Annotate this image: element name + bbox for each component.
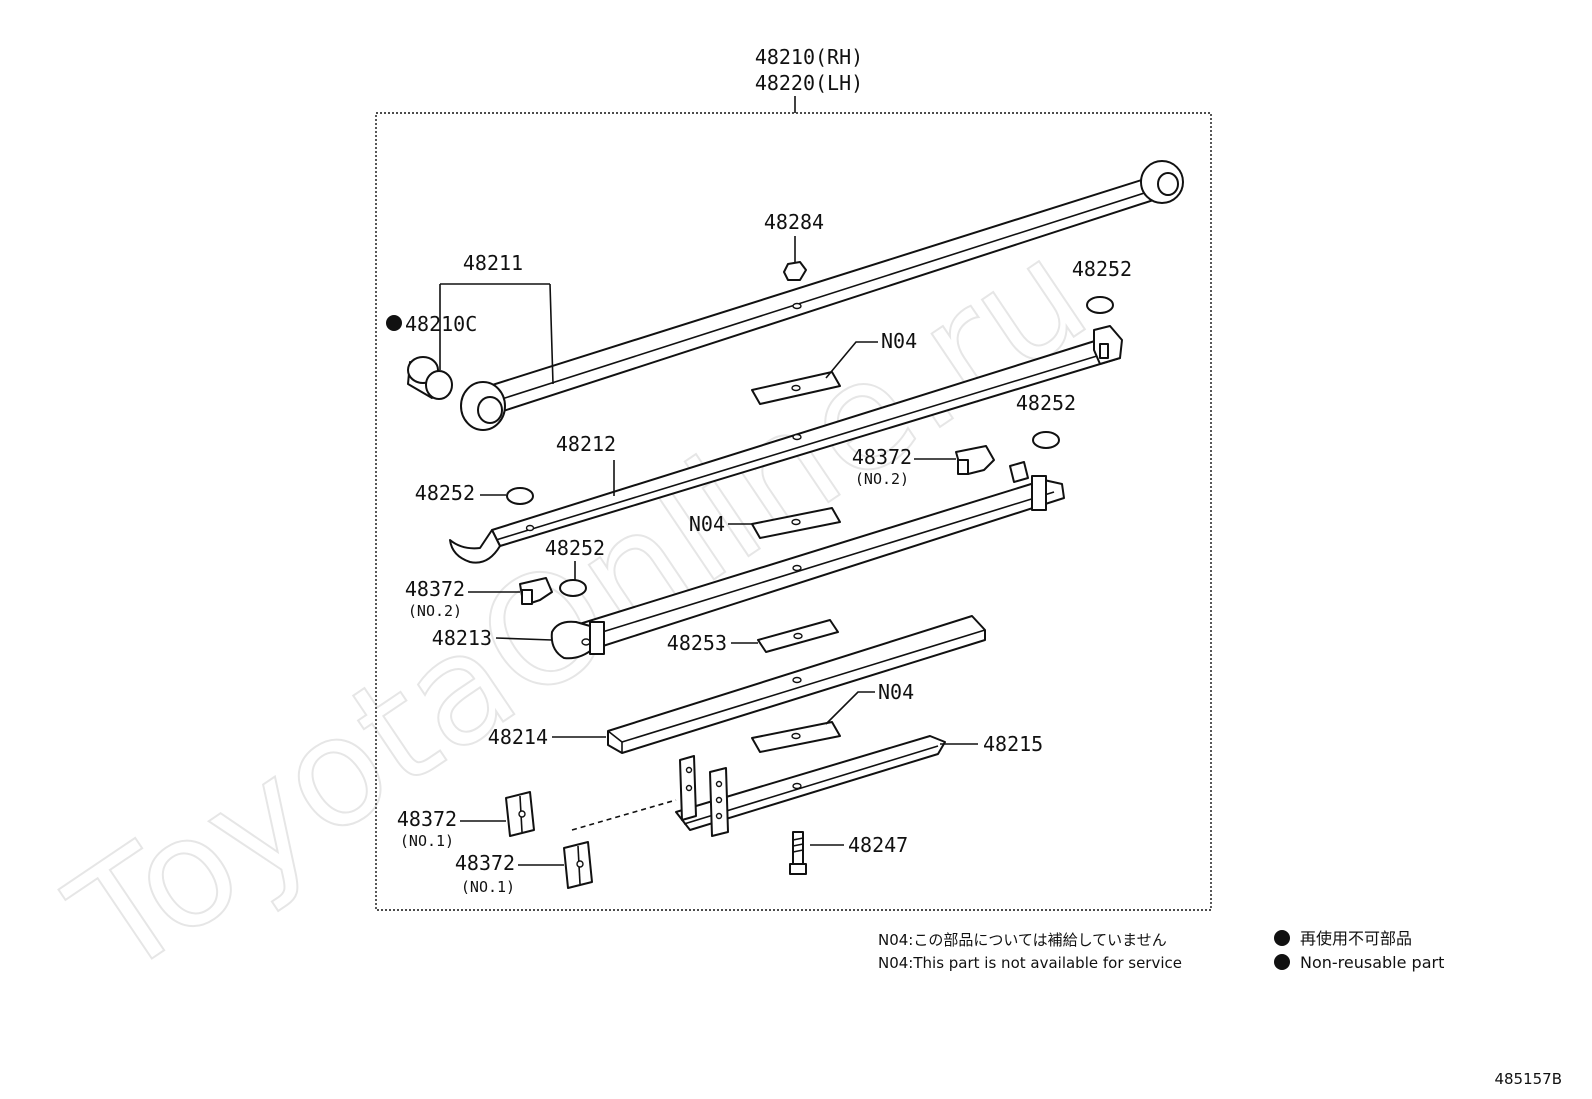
legend-bullet-icon-jp bbox=[1274, 930, 1290, 946]
callout-48252-center: 48252 bbox=[545, 536, 605, 560]
callout-48372-no2-left: 48372 bbox=[405, 577, 465, 601]
callout-n04-middle: N04 bbox=[689, 512, 725, 536]
note-n04-english: N04:This part is not available for servi… bbox=[878, 954, 1182, 972]
cap-48252-center[interactable] bbox=[559, 579, 587, 597]
legend-non-reusable-english: Non-reusable part bbox=[1300, 953, 1444, 972]
callout-48372-no2-right: 48372 bbox=[852, 445, 912, 469]
leaf-48213[interactable] bbox=[550, 461, 1065, 660]
pad-n04-middle[interactable] bbox=[751, 507, 841, 539]
pad-48253[interactable] bbox=[757, 619, 839, 653]
callout-48372-no2-right-sub: (NO.2) bbox=[855, 470, 909, 488]
leaf-48212[interactable] bbox=[449, 325, 1123, 564]
callout-48215: 48215 bbox=[983, 732, 1043, 756]
clip-48372-no2-left[interactable] bbox=[519, 577, 553, 605]
main-leaf-48211[interactable] bbox=[460, 160, 1184, 431]
callout-n04-upper: N04 bbox=[881, 329, 917, 353]
nut-48284[interactable] bbox=[783, 261, 807, 281]
assembly-rh-number: 48210(RH) bbox=[755, 45, 863, 69]
callout-48252-right-mid: 48252 bbox=[1016, 391, 1076, 415]
callout-48212: 48212 bbox=[556, 432, 616, 456]
callout-48214: 48214 bbox=[488, 725, 548, 749]
clip-alignment-dashed-line bbox=[571, 799, 677, 831]
leaf-48215[interactable] bbox=[675, 735, 946, 837]
clip-48372-no2-right[interactable] bbox=[955, 445, 995, 475]
callout-48211: 48211 bbox=[463, 251, 523, 275]
callout-n04-lower: N04 bbox=[878, 680, 914, 704]
callout-48252-left: 48252 bbox=[415, 481, 475, 505]
note-n04-japanese: N04:この部品については補給していません bbox=[878, 931, 1167, 949]
callout-48372-no2-left-sub: (NO.2) bbox=[408, 602, 462, 620]
cap-48252-right-top[interactable] bbox=[1086, 296, 1114, 314]
watermark: ToyotaOnline.ru bbox=[42, 207, 1116, 1010]
assembly-lh-number: 48220(LH) bbox=[755, 71, 863, 95]
cap-48252-left[interactable] bbox=[506, 487, 534, 505]
callout-48252-top-right: 48252 bbox=[1072, 257, 1132, 281]
cap-48252-right-mid[interactable] bbox=[1032, 431, 1060, 449]
callout-48253: 48253 bbox=[667, 631, 727, 655]
callout-48372-no1-upper: 48372 bbox=[397, 807, 457, 831]
callout-48213: 48213 bbox=[432, 626, 492, 650]
pad-n04-lower[interactable] bbox=[751, 721, 841, 753]
callout-48372-no1-lower-sub: (NO.1) bbox=[461, 878, 515, 896]
clip-48372-no1-lower[interactable] bbox=[563, 841, 593, 889]
assembly-frame bbox=[375, 112, 1212, 911]
callout-48247: 48247 bbox=[848, 833, 908, 857]
bolt-48247[interactable] bbox=[789, 831, 807, 875]
callout-48284: 48284 bbox=[764, 210, 824, 234]
callout-48372-no1-lower: 48372 bbox=[455, 851, 515, 875]
diagram-code: 485157B bbox=[1494, 1070, 1562, 1088]
clip-48372-no1-upper[interactable] bbox=[505, 791, 535, 837]
legend-non-reusable-japanese: 再使用不可部品 bbox=[1300, 929, 1412, 948]
legend-bullet-icon-en bbox=[1274, 954, 1290, 970]
non-reusable-marker bbox=[386, 315, 402, 331]
pad-n04-upper[interactable] bbox=[751, 371, 841, 405]
bushing-48210c[interactable] bbox=[407, 356, 453, 400]
leaf-48214[interactable] bbox=[607, 615, 986, 754]
callout-48372-no1-upper-sub: (NO.1) bbox=[400, 832, 454, 850]
assembly-label: 48210(RH) 48220(LH) bbox=[755, 45, 863, 113]
callout-48210c: 48210C bbox=[405, 312, 477, 336]
